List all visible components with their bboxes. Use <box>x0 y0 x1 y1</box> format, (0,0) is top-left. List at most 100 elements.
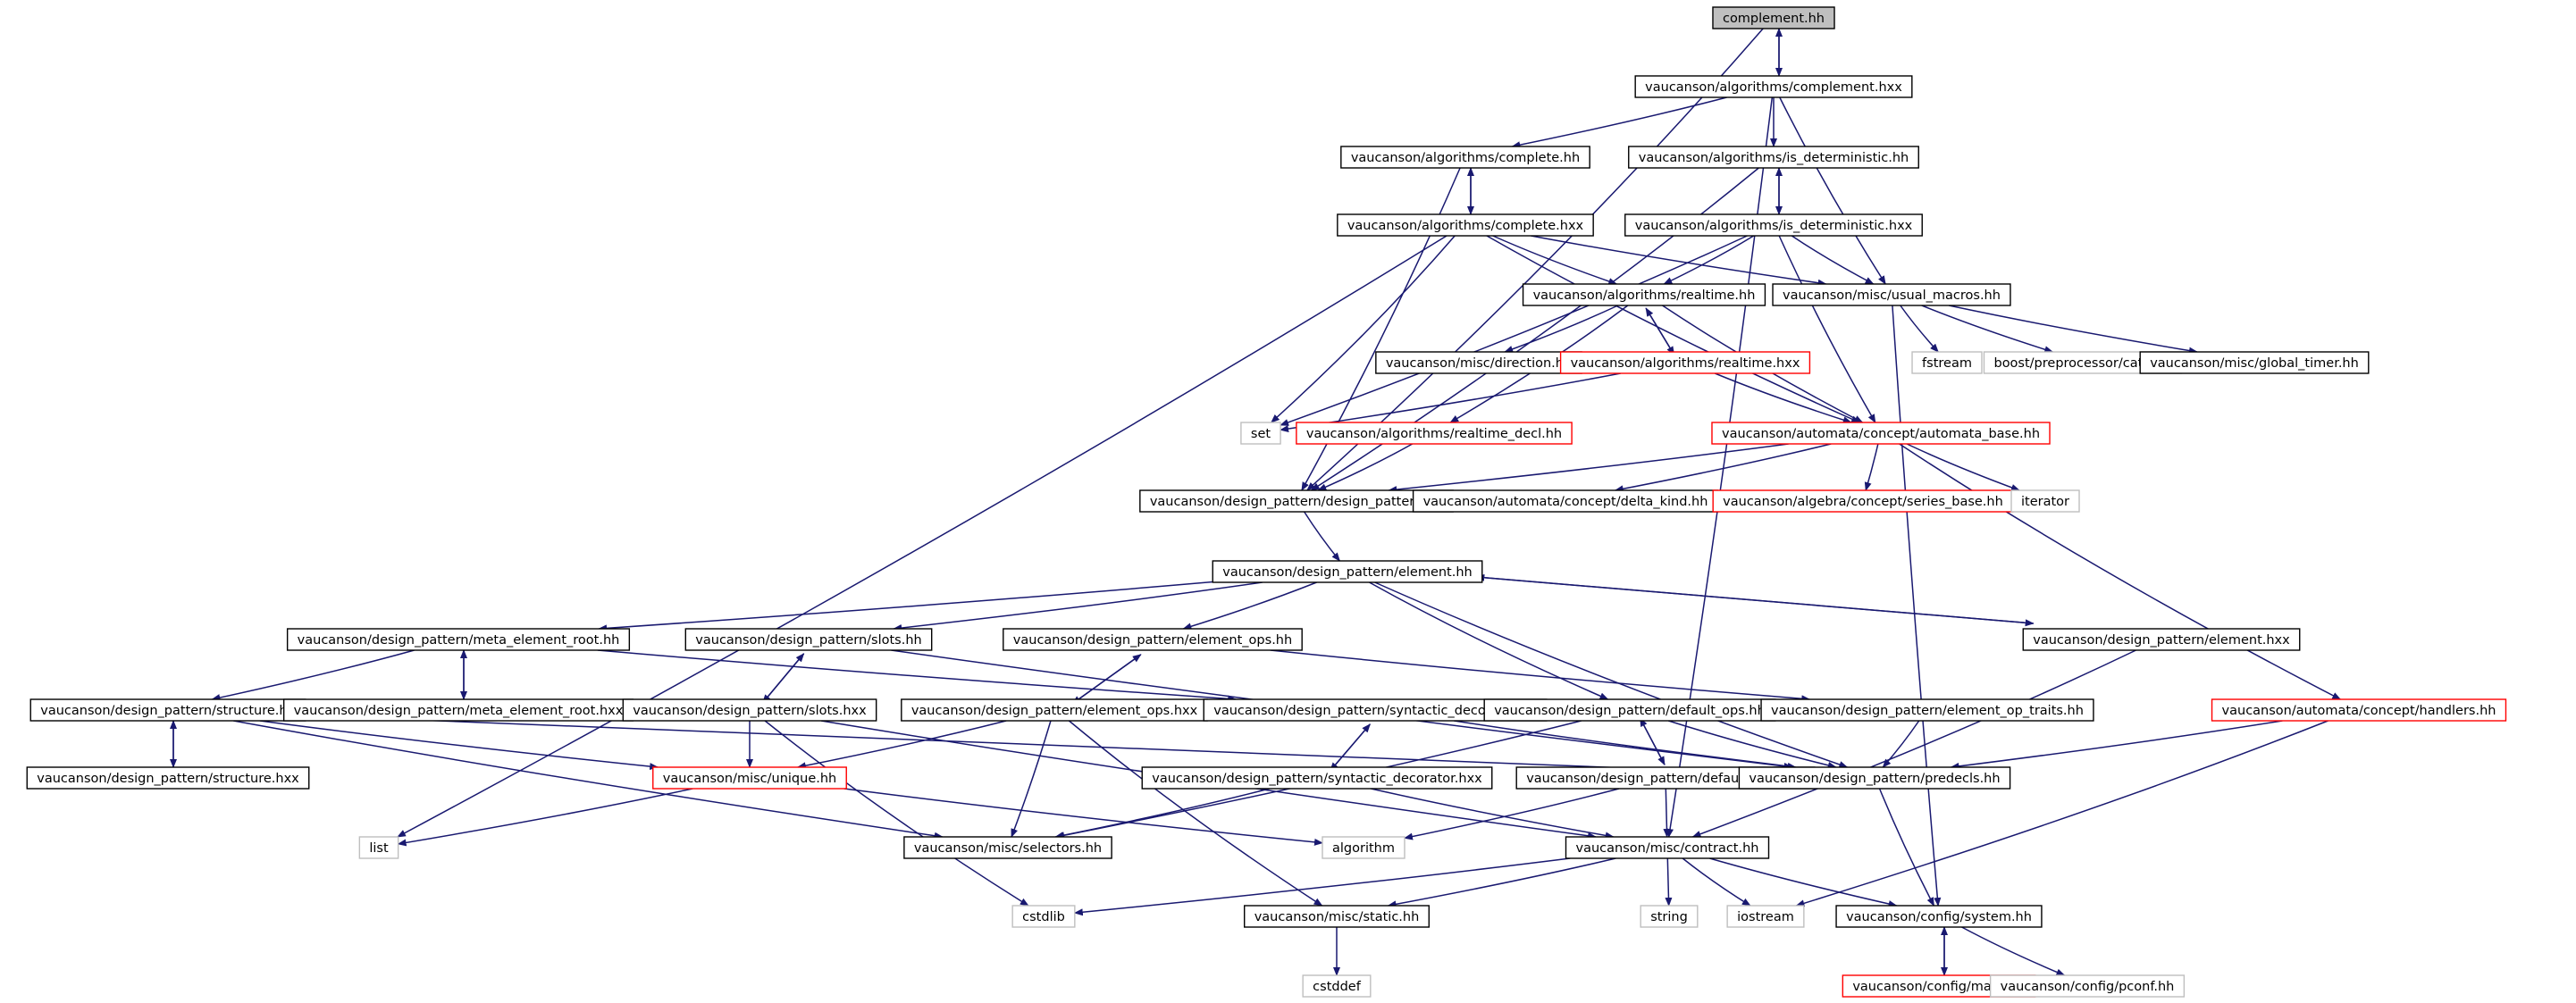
node-n28[interactable]: vaucanson/design_pattern/element_ops.hxx <box>901 698 1208 722</box>
node-label: vaucanson/design_pattern/default_ops.hxx <box>1526 772 1805 786</box>
edge-n3-n16 <box>1310 167 1759 491</box>
node-label: vaucanson/misc/unique.hh <box>663 772 836 786</box>
node-label: vaucanson/algorithms/complement.hxx <box>1645 80 1902 95</box>
edge-n25-n34 <box>259 720 659 771</box>
node-n13: set <box>1240 422 1281 445</box>
node-label: vaucanson/design_pattern/design_pattern.… <box>1150 495 1443 509</box>
node-n24[interactable]: vaucanson/design_pattern/element.hxx <box>2022 628 2301 651</box>
node-n10[interactable]: vaucanson/misc/global_timer.hh <box>2139 351 2370 374</box>
node-n1[interactable]: vaucanson/algorithms/complement.hxx <box>1634 75 1913 98</box>
edge-n23-n31 <box>1270 649 1811 703</box>
edge-n1-n7 <box>1779 96 1886 285</box>
node-n39[interactable]: vaucanson/misc/selectors.hh <box>903 836 1112 859</box>
node-label: vaucanson/automata/concept/delta_kind.hh <box>1423 495 1708 509</box>
node-label: vaucanson/misc/global_timer.hh <box>2150 356 2359 371</box>
node-n15[interactable]: vaucanson/automata/concept/automata_base… <box>1711 422 2051 445</box>
edge-n15-n16 <box>1388 443 1789 494</box>
edge-n46-n49 <box>1961 926 2066 976</box>
node-n31[interactable]: vaucanson/design_pattern/element_op_trai… <box>1760 698 2094 722</box>
edge-n27-n22 <box>762 653 805 704</box>
node-n25[interactable]: vaucanson/design_pattern/structure.hh <box>29 698 306 722</box>
node-n35[interactable]: vaucanson/design_pattern/syntactic_decor… <box>1141 766 1493 790</box>
node-n11[interactable]: vaucanson/misc/direction.hh <box>1375 351 1582 374</box>
node-n27[interactable]: vaucanson/design_pattern/slots.hxx <box>622 698 877 722</box>
edge-n12-n15 <box>1714 372 1852 424</box>
node-label: fstream <box>1922 356 1972 371</box>
node-label: vaucanson/design_pattern/element_op_trai… <box>1771 704 2084 718</box>
node-label: vaucanson/design_pattern/element_ops.hxx <box>911 704 1198 718</box>
edge-n20-n37 <box>1374 581 1849 768</box>
node-n32[interactable]: vaucanson/automata/concept/handlers.hh <box>2211 698 2507 722</box>
node-box <box>1240 422 1281 445</box>
edge-n5-n6 <box>1663 235 1755 285</box>
edge-n7-n46 <box>1892 305 1942 907</box>
node-box <box>358 836 399 859</box>
edge-n15-n17 <box>1614 443 1832 493</box>
node-n12[interactable]: vaucanson/algorithms/realtime.hxx <box>1559 351 1811 374</box>
edge-n41-n44 <box>1665 857 1673 907</box>
node-n22[interactable]: vaucanson/design_pattern/slots.hh <box>684 628 933 651</box>
edge-n24-n41 <box>1691 649 2136 838</box>
node-box <box>1634 75 1913 98</box>
edge-n14-n16 <box>1317 443 1414 491</box>
node-n3[interactable]: vaucanson/algorithms/is_deterministic.hh <box>1628 146 1919 169</box>
node-n16[interactable]: vaucanson/design_pattern/design_pattern.… <box>1139 489 1454 513</box>
node-box <box>29 698 306 722</box>
node-box <box>684 628 933 651</box>
node-n46[interactable]: vaucanson/config/system.hh <box>1835 905 2043 928</box>
node-n19: iterator <box>2010 489 2080 513</box>
node-n2[interactable]: vaucanson/algorithms/complete.hh <box>1340 146 1590 169</box>
node-n7[interactable]: vaucanson/misc/usual_macros.hh <box>1772 283 2011 306</box>
node-label: vaucanson/algorithms/is_deterministic.hh <box>1639 151 1909 165</box>
node-label: vaucanson/design_pattern/meta_element_ro… <box>294 704 624 718</box>
edge-n12-n6 <box>1645 307 1675 355</box>
node-box <box>1772 283 2011 306</box>
node-label: vaucanson/design_pattern/syntactic_decor… <box>1213 704 1537 718</box>
node-n44: string <box>1640 905 1699 928</box>
node-n14[interactable]: vaucanson/algorithms/realtime_decl.hh <box>1296 422 1573 445</box>
node-n26[interactable]: vaucanson/design_pattern/meta_element_ro… <box>282 698 634 722</box>
node-n6[interactable]: vaucanson/algorithms/realtime.hh <box>1522 283 1766 306</box>
node-box <box>1640 905 1699 928</box>
node-label: vaucanson/algorithms/complete.hxx <box>1347 219 1584 233</box>
node-n4[interactable]: vaucanson/algorithms/complete.hxx <box>1337 213 1594 237</box>
node-n37[interactable]: vaucanson/design_pattern/predecls.hh <box>1738 766 2011 790</box>
node-n47: cstddef <box>1302 974 1372 998</box>
node-n23[interactable]: vaucanson/design_pattern/element_ops.hh <box>1003 628 1303 651</box>
node-n18[interactable]: vaucanson/algebra/concept/series_base.hh <box>1712 489 2014 513</box>
edge-n4-n15 <box>1486 235 1860 423</box>
node-box <box>1139 489 1454 513</box>
node-n17[interactable]: vaucanson/automata/concept/delta_kind.hh <box>1412 489 1719 513</box>
node-box <box>1011 905 1076 928</box>
edge-n5-n7 <box>1791 235 1875 285</box>
node-n38: list <box>358 836 399 859</box>
edge-n41-n43 <box>1387 857 1616 908</box>
node-box <box>1337 213 1594 237</box>
node-label: vaucanson/algebra/concept/series_base.hh <box>1723 495 2003 509</box>
node-box <box>1989 974 2186 998</box>
node-box <box>652 766 847 790</box>
node-n33[interactable]: vaucanson/design_pattern/structure.hxx <box>26 766 310 790</box>
edge-n6-n11 <box>1504 305 1619 353</box>
node-n21[interactable]: vaucanson/design_pattern/meta_element_ro… <box>286 628 631 651</box>
node-label: vaucanson/automata/concept/automata_base… <box>1722 427 2040 441</box>
node-box <box>1141 766 1493 790</box>
edge-n32-n37 <box>1950 720 2283 770</box>
edge-n34-n40 <box>843 788 1324 846</box>
node-n20[interactable]: vaucanson/design_pattern/element.hh <box>1212 560 1483 583</box>
node-n34[interactable]: vaucanson/misc/unique.hh <box>652 766 847 790</box>
node-box <box>1483 698 1776 722</box>
node-n30[interactable]: vaucanson/design_pattern/default_ops.hh <box>1483 698 1776 722</box>
node-n41[interactable]: vaucanson/misc/contract.hh <box>1565 836 1770 859</box>
node-box <box>903 836 1112 859</box>
node-label: vaucanson/algorithms/complete.hh <box>1351 151 1580 165</box>
edge-n27-n42 <box>764 720 1029 907</box>
edge-n20-n30 <box>1369 581 1609 700</box>
node-n0[interactable]: complement.hh <box>1712 6 1835 29</box>
node-label: vaucanson/design_pattern/structure.hxx <box>37 772 299 786</box>
node-n5[interactable]: vaucanson/algorithms/is_deterministic.hx… <box>1624 213 1923 237</box>
edge-n35-n41 <box>1371 788 1615 840</box>
node-n43[interactable]: vaucanson/misc/static.hh <box>1244 905 1430 928</box>
edge-n34-n38 <box>397 788 693 847</box>
edge-n20-n23 <box>1182 581 1317 631</box>
